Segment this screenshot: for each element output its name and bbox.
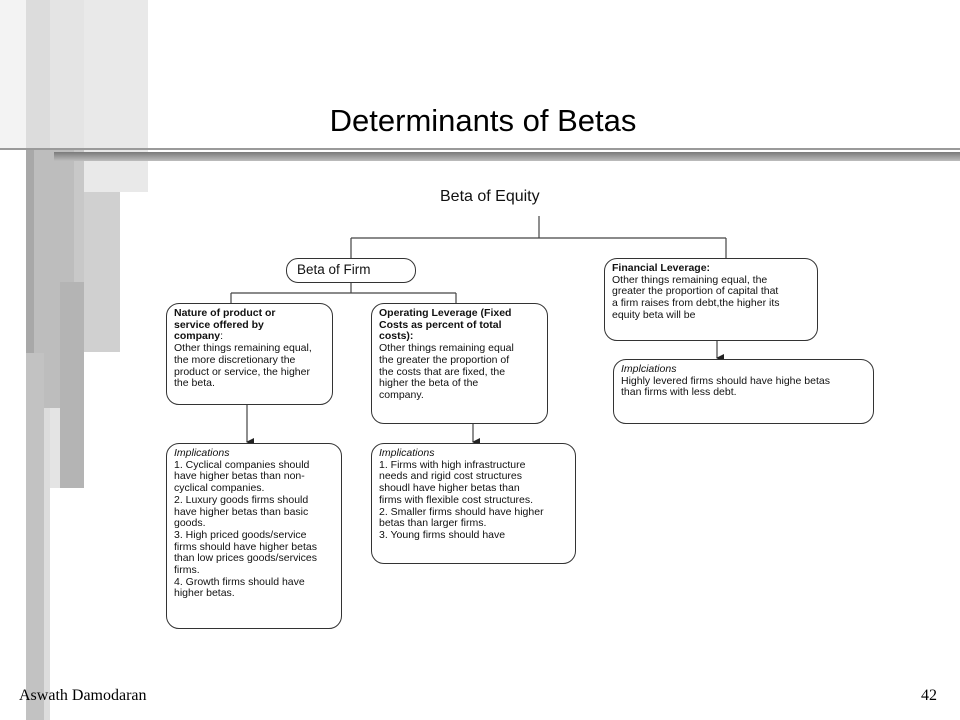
operating-leverage-body: Other things remaining equal the greater… (379, 342, 514, 401)
template-deco-bar (26, 148, 34, 353)
template-deco-bar (26, 353, 44, 720)
product-nature-heading: Nature of product or service offered by … (174, 307, 276, 343)
product-implication-item: 2. Luxury goods firms should have higher… (174, 493, 309, 530)
product-nature-node: Nature of product or service offered by … (166, 303, 333, 405)
product-implication-item: 4. Growth firms should have higher betas… (174, 575, 305, 600)
operating-implications-heading: Implications (379, 447, 435, 459)
financial-implications-heading: Implciations (621, 363, 677, 375)
beta-of-equity-label: Beta of Equity (440, 188, 540, 205)
title-rule-thick (54, 152, 960, 161)
product-nature-heading-suffix: : (220, 330, 224, 343)
beta-of-firm-label: Beta of Firm (297, 262, 371, 277)
slide-title: Determinants of Betas (329, 103, 637, 138)
operating-implication-item: 1. Firms with high infrastructure needs … (379, 458, 534, 506)
product-implication-item: 3. High priced goods/service firms shoul… (174, 528, 317, 577)
product-implications-node: Implications 1. Cyclical companies shoul… (166, 443, 342, 629)
product-nature-body: Other things remaining equal, the more d… (174, 342, 312, 390)
title-rule-thin (0, 148, 960, 150)
beta-of-firm-node: Beta of Firm (286, 258, 416, 283)
financial-leverage-body: Other things remaining equal, the greate… (612, 273, 780, 321)
operating-implication-item: 2. Smaller firms should have higher beta… (379, 505, 544, 530)
operating-leverage-heading: Operating Leverage (Fixed Costs as perce… (379, 307, 512, 343)
product-implication-item: 1. Cyclical companies should have higher… (174, 458, 310, 495)
template-deco-bar (84, 192, 120, 352)
financial-implications-body: Highly levered firms should have highe b… (621, 374, 830, 399)
operating-leverage-node: Operating Leverage (Fixed Costs as perce… (371, 303, 548, 424)
footer-author: Aswath Damodaran (19, 687, 147, 704)
template-deco-bar (60, 282, 84, 488)
financial-leverage-node: Financial Leverage: Other things remaini… (604, 258, 818, 341)
operating-implications-node: Implications 1. Firms with high infrastr… (371, 443, 576, 564)
financial-leverage-heading: Financial Leverage: (612, 262, 711, 274)
financial-implications-node: Implciations Highly levered firms should… (613, 359, 874, 424)
product-implications-heading: Implications (174, 447, 230, 459)
footer-page-number: 42 (921, 687, 937, 704)
operating-implication-item: 3. Young firms should have (379, 528, 506, 541)
